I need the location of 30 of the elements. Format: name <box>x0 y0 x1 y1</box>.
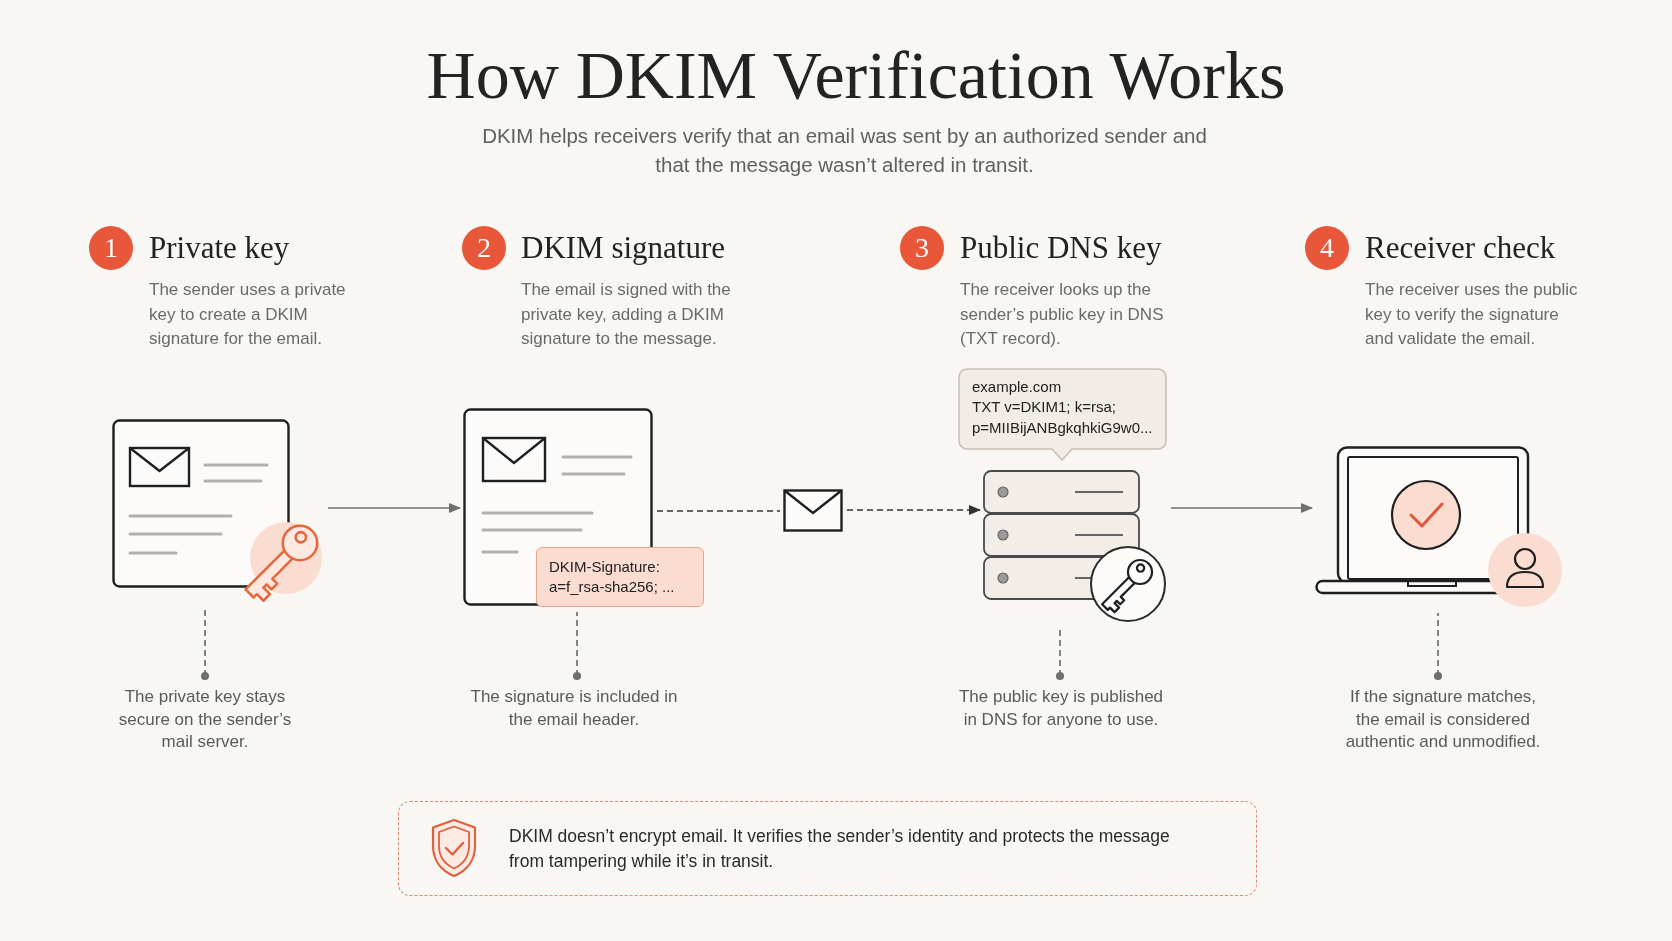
subtitle: DKIM helps receivers verify that an email was sent by an authorized sender and that the message wasn’t altered in transit. <box>481 123 1208 178</box>
step-heading: Private key <box>149 229 291 267</box>
step-number-badge: 1 <box>89 226 133 270</box>
step-number-badge: 2 <box>462 226 506 270</box>
caption-text: The public key is published in DNS for anyone to use. <box>957 686 1165 731</box>
leader-line <box>572 611 582 681</box>
caption-text: The private key stays secure on the sender’s mail server. <box>117 686 293 754</box>
note-text: DKIM doesn’t encrypt email. It verifies the sender’s identity and protects the message from tampering while it’s in transit. <box>509 825 1171 873</box>
caption-text: If the signature matches, the email is considered authentic and unmodified. <box>1344 686 1542 754</box>
step-number-badge: 4 <box>1305 226 1349 270</box>
dashed-line <box>656 510 781 512</box>
step-number-badge: 3 <box>900 226 944 270</box>
leader-line <box>1433 612 1443 681</box>
dns-record-text: TXT v=DKIM1; k=rsa; p=MIIBijANBgkqhkiG9w0... <box>972 397 1154 438</box>
domain-text: example.com <box>972 377 1063 397</box>
arrow <box>327 503 461 513</box>
step-heading: DKIM signature <box>521 229 727 267</box>
step-heading: Public DNS key <box>960 229 1163 267</box>
arrow <box>1170 503 1313 513</box>
step-description: The email is signed with the private key, adding a DKIM signature to the message. <box>521 279 732 350</box>
leader-line <box>1055 627 1065 681</box>
title: How DKIM Verification Works <box>425 38 1287 112</box>
caption-text: The signature is included in the email header. <box>469 686 679 731</box>
dashed-arrow <box>846 505 981 515</box>
step-description: The sender uses a private key to create a DKIM signature for the email. <box>149 279 347 350</box>
step-description: The receiver looks up the sender’s public key in DNS (TXT record). <box>960 279 1165 350</box>
step-heading: Receiver check <box>1365 229 1557 267</box>
note-panel <box>398 801 1257 896</box>
step-description: The receiver uses the public key to verify the signature and validate the email. <box>1365 279 1579 350</box>
signature-tag: DKIM-Signature: a=f_rsa-sha256; ... <box>536 547 704 607</box>
